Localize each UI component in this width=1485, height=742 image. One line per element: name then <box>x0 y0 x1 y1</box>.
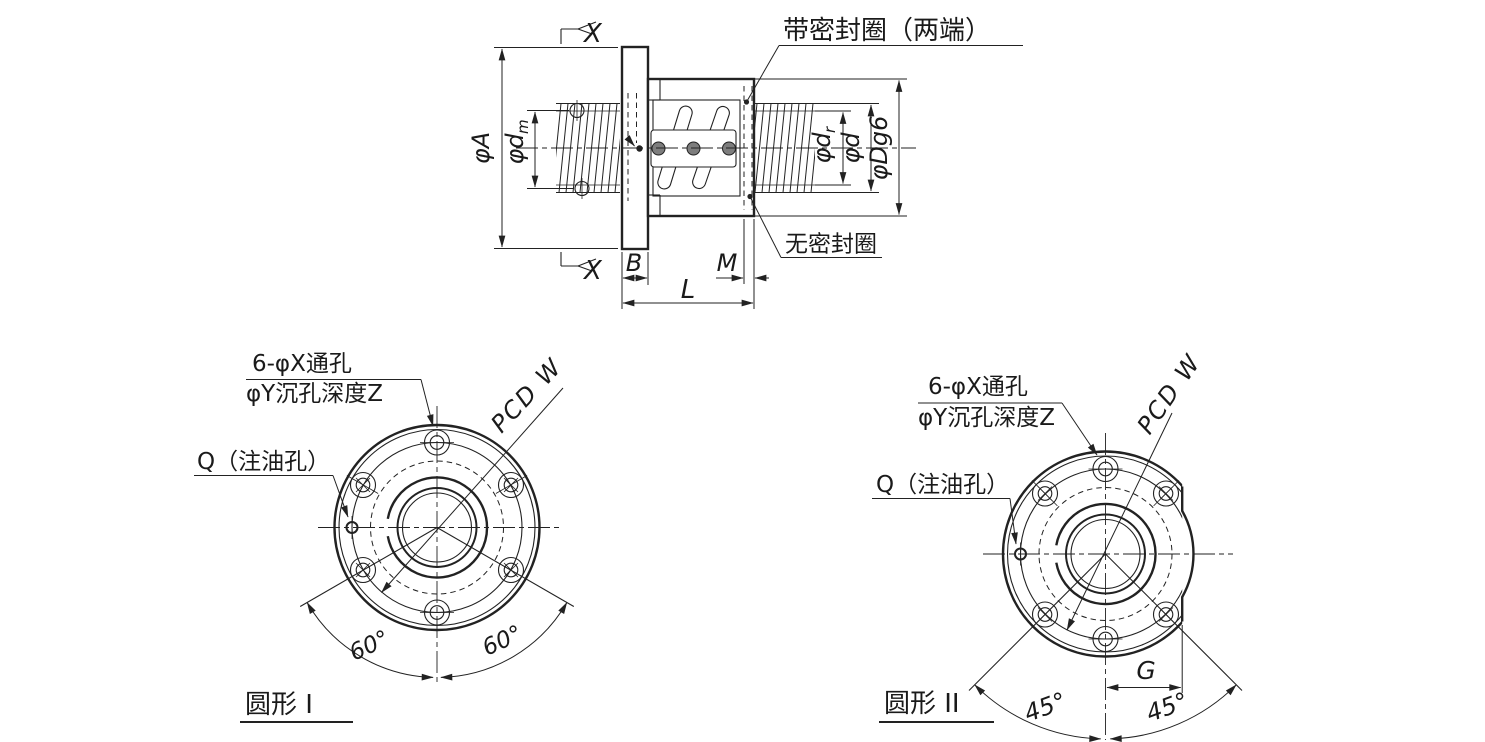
dim-label-l: L <box>681 275 696 305</box>
dim-label-phi-dr: φd <box>808 132 836 164</box>
dim-label-phi-dm-sub: m <box>514 119 532 134</box>
dim-b-m-l: B M L <box>621 219 769 309</box>
ball <box>722 141 736 156</box>
label-oil-hole: Q（注油孔） <box>876 472 1009 498</box>
ball <box>651 141 666 156</box>
label-seal-both-ends: 带密封圈（两端） <box>783 16 991 46</box>
view-title-r2: 圆形 II <box>879 689 994 723</box>
callout-holes-r2: 6-φX通孔 φY沉孔深度Z <box>918 374 1098 456</box>
dim-label-phi-dg6: φDg6 <box>865 116 893 181</box>
callout-seal-both-ends: 带密封圈（两端） <box>743 16 1023 105</box>
title-round-2: 圆形 II <box>884 689 960 719</box>
callout-oil-r2: Q（注油孔） <box>872 472 1018 545</box>
label-holes-line1: 6-φX通孔 <box>252 351 352 377</box>
hidden-body-circle <box>1038 487 1173 621</box>
callout-holes-r1: 6-φX通孔 φY沉孔深度Z <box>246 351 434 427</box>
dim-phi-dr: φd r <box>808 110 851 186</box>
bore-circle <box>1065 513 1146 595</box>
section-view: X X φA φd m <box>467 16 1023 309</box>
dim-label-g: G <box>1136 656 1155 685</box>
round-type-2-view: 45° 45° G 6-φX通孔 φY沉孔深度Z Q（注油孔） PCD W <box>872 349 1243 742</box>
angle-label-right: 60° <box>479 621 527 662</box>
boss-bulge-arc <box>1181 510 1195 598</box>
dim-label-phi-dm: φd <box>501 133 529 165</box>
label-oil-hole: Q（注油孔） <box>197 449 330 475</box>
section-marker-bottom: X <box>560 252 603 286</box>
label-holes-line2: φY沉孔深度Z <box>246 381 383 407</box>
dim-label-m: M <box>717 249 738 277</box>
label-holes-line1: 6-φX通孔 <box>928 374 1028 400</box>
dim-phi-d: φd <box>815 103 879 193</box>
hidden-body-circle <box>370 460 504 595</box>
label-no-seal: 无密封圈 <box>785 232 877 258</box>
dim-label-phi-d: φd <box>837 132 865 164</box>
view-title-r1: 圆形 I <box>240 690 353 723</box>
ball <box>686 141 701 156</box>
dim-phi-dg6: φDg6 <box>754 78 907 217</box>
dim-phi-dm: φd m <box>501 110 574 189</box>
dim-label-phi-dr-sub: r <box>821 126 839 133</box>
section-marker-top: X <box>560 19 603 49</box>
callout-oil-r1: Q（注油孔） <box>194 449 349 518</box>
angle-label-left: 45° <box>1020 687 1070 728</box>
dim-label-phi-a: φA <box>467 132 495 164</box>
spigot-circle <box>386 476 489 579</box>
section-label-x-top: X <box>582 19 603 49</box>
flange-outer-circle <box>333 423 541 632</box>
dim-phi-a: φA <box>467 47 618 249</box>
bore-circle <box>396 487 478 568</box>
oil-passage-dot <box>636 145 643 152</box>
flange-outer-circle <box>1001 450 1183 658</box>
title-round-1: 圆形 I <box>245 690 313 720</box>
dim-label-b: B <box>626 249 642 277</box>
callout-no-seal: 无密封圈 <box>747 193 882 258</box>
section-label-x-bottom: X <box>582 256 603 286</box>
dim-g: G <box>1106 625 1183 693</box>
label-pcd: PCD W <box>1132 349 1207 440</box>
round-type-1-view: 60° 60° 6-φX通孔 φY沉孔深度Z Q（注油孔） PCD W 圆形 I <box>194 351 575 723</box>
label-pcd: PCD W <box>485 352 568 438</box>
angle-label-left: 60° <box>346 626 394 667</box>
label-holes-line2: φY沉孔深度Z <box>918 405 1055 431</box>
